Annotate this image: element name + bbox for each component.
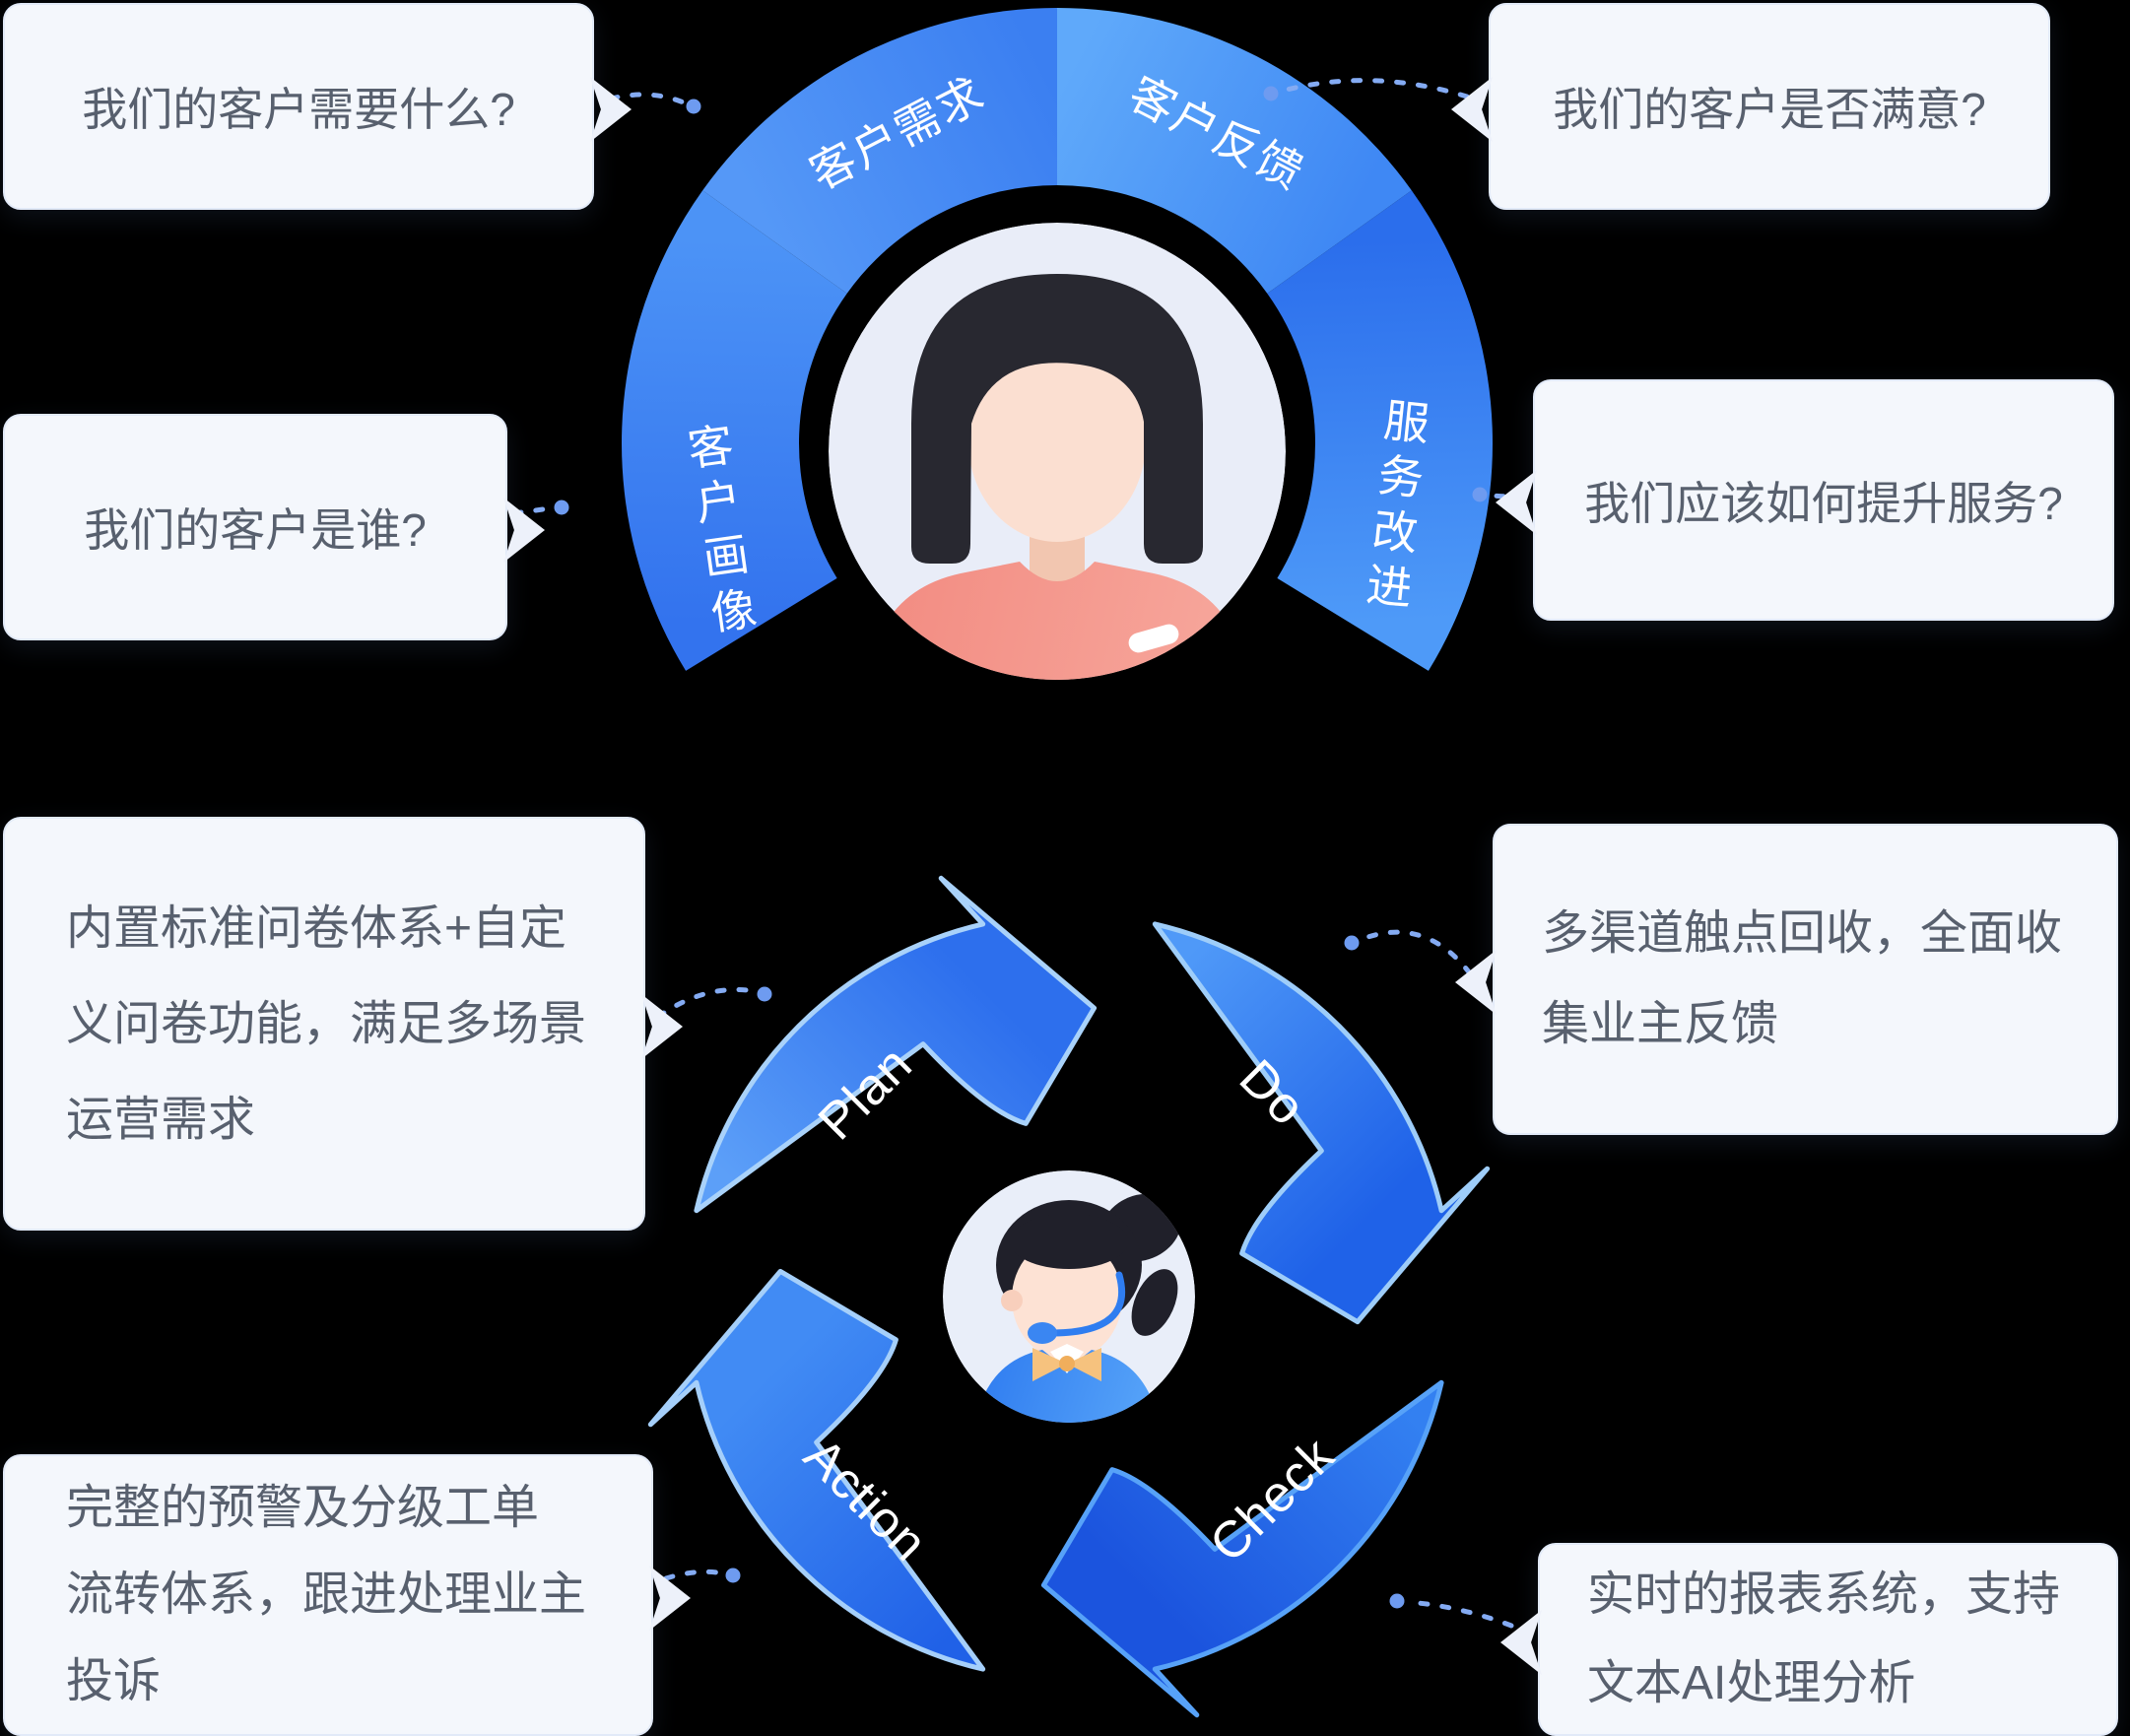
avatar-headset-mic xyxy=(1050,1271,1126,1337)
svg-text:客: 客 xyxy=(685,419,737,476)
callout-survey-feature: 内置标准问卷体系+自定 义问卷功能，满足多场景 运营需求 xyxy=(3,817,683,1231)
callout-text: 完整的预警及分级工单 xyxy=(66,1482,540,1534)
callout-text: 文本AI处理分析 xyxy=(1587,1657,1916,1709)
dotted-connector xyxy=(1276,78,1470,100)
callout-text: 我们的客户是谁? xyxy=(84,504,427,556)
ring-segment-customer-portrait xyxy=(622,190,847,671)
svg-text:改: 改 xyxy=(1369,504,1420,561)
connector-dot xyxy=(1389,1593,1405,1609)
callout-text: 多渠道触点回收，全面收 xyxy=(1542,907,2063,960)
dotted-connector xyxy=(663,1569,726,1581)
callout-text: 投诉 xyxy=(66,1655,162,1707)
svg-text:画: 画 xyxy=(700,528,753,585)
avatar-hair xyxy=(911,274,1203,564)
callout-text: 实时的报表系统，支持 xyxy=(1587,1569,2061,1621)
ring-segment-service-improvement xyxy=(1267,190,1493,671)
callout-text: 内置标准问卷体系+自定 xyxy=(66,901,567,955)
callout-text: 运营需求 xyxy=(66,1093,256,1146)
connector-dot xyxy=(725,1568,741,1583)
callout-text: 流转体系，跟进处理业主 xyxy=(66,1569,587,1621)
avatar-face xyxy=(968,341,1146,542)
svg-text:务: 务 xyxy=(1375,449,1426,505)
callout-workorder-feature: 完整的预警及分级工单 流转体系，跟进处理业主 投诉 xyxy=(3,1454,691,1736)
avatar-shirt xyxy=(867,562,1247,680)
pdca-arrow-action xyxy=(647,1268,986,1672)
connector-lines xyxy=(511,78,1528,1629)
dotted-connector xyxy=(1404,1599,1514,1629)
callout-text: 我们应该如何提升服务? xyxy=(1584,477,2063,529)
connector-dot xyxy=(1344,935,1360,951)
customer-avatar xyxy=(829,223,1286,680)
callout-improve-service-question: 我们应该如何提升服务? xyxy=(1496,379,2114,621)
ring-segment-customer-feedback xyxy=(1057,8,1412,294)
callout-collect-feedback-feature: 多渠道触点回收，全面收 集业主反馈 xyxy=(1455,824,2118,1135)
pdca-arrow-check xyxy=(1040,1379,1444,1718)
callout-text: 我们的客户需要什么? xyxy=(82,84,515,135)
avatar-shirt xyxy=(975,1350,1159,1423)
agent-avatar xyxy=(943,1170,1195,1423)
dotted-connector xyxy=(1357,929,1473,976)
connector-dot xyxy=(757,986,772,1002)
connector-dot xyxy=(1472,487,1488,502)
avatar-bowtie xyxy=(1032,1348,1101,1381)
svg-text:服: 服 xyxy=(1381,394,1431,450)
pdca-arrow-plan xyxy=(694,875,1098,1214)
ring-segment-customer-needs xyxy=(702,8,1057,294)
callout-customer-satisfied-question: 我们的客户是否满意? xyxy=(1451,3,2050,210)
connector-dot xyxy=(554,500,569,515)
callout-text: 我们的客户是否满意? xyxy=(1553,84,1986,135)
callout-text: 义问卷功能，满足多场景 xyxy=(66,997,587,1050)
svg-text:像: 像 xyxy=(707,582,760,639)
dotted-connector xyxy=(655,986,758,1020)
callout-text: 集业主反馈 xyxy=(1542,998,1779,1050)
callout-report-feature: 实时的报表系统，支持 文本AI处理分析 xyxy=(1500,1543,2118,1736)
callout-customer-need-question: 我们的客户需要什么? xyxy=(3,3,632,210)
svg-text:户: 户 xyxy=(693,473,745,530)
svg-text:进: 进 xyxy=(1365,559,1415,615)
customer-ring-diagram: 客户画像客户需求客户反馈服务改进 xyxy=(622,8,1493,680)
connector-dot xyxy=(1263,86,1279,101)
dotted-connector xyxy=(608,92,689,106)
pdca-arrow-do xyxy=(1152,921,1491,1325)
connector-dot xyxy=(686,99,701,114)
callout-customer-who-question: 我们的客户是谁? xyxy=(3,414,545,640)
